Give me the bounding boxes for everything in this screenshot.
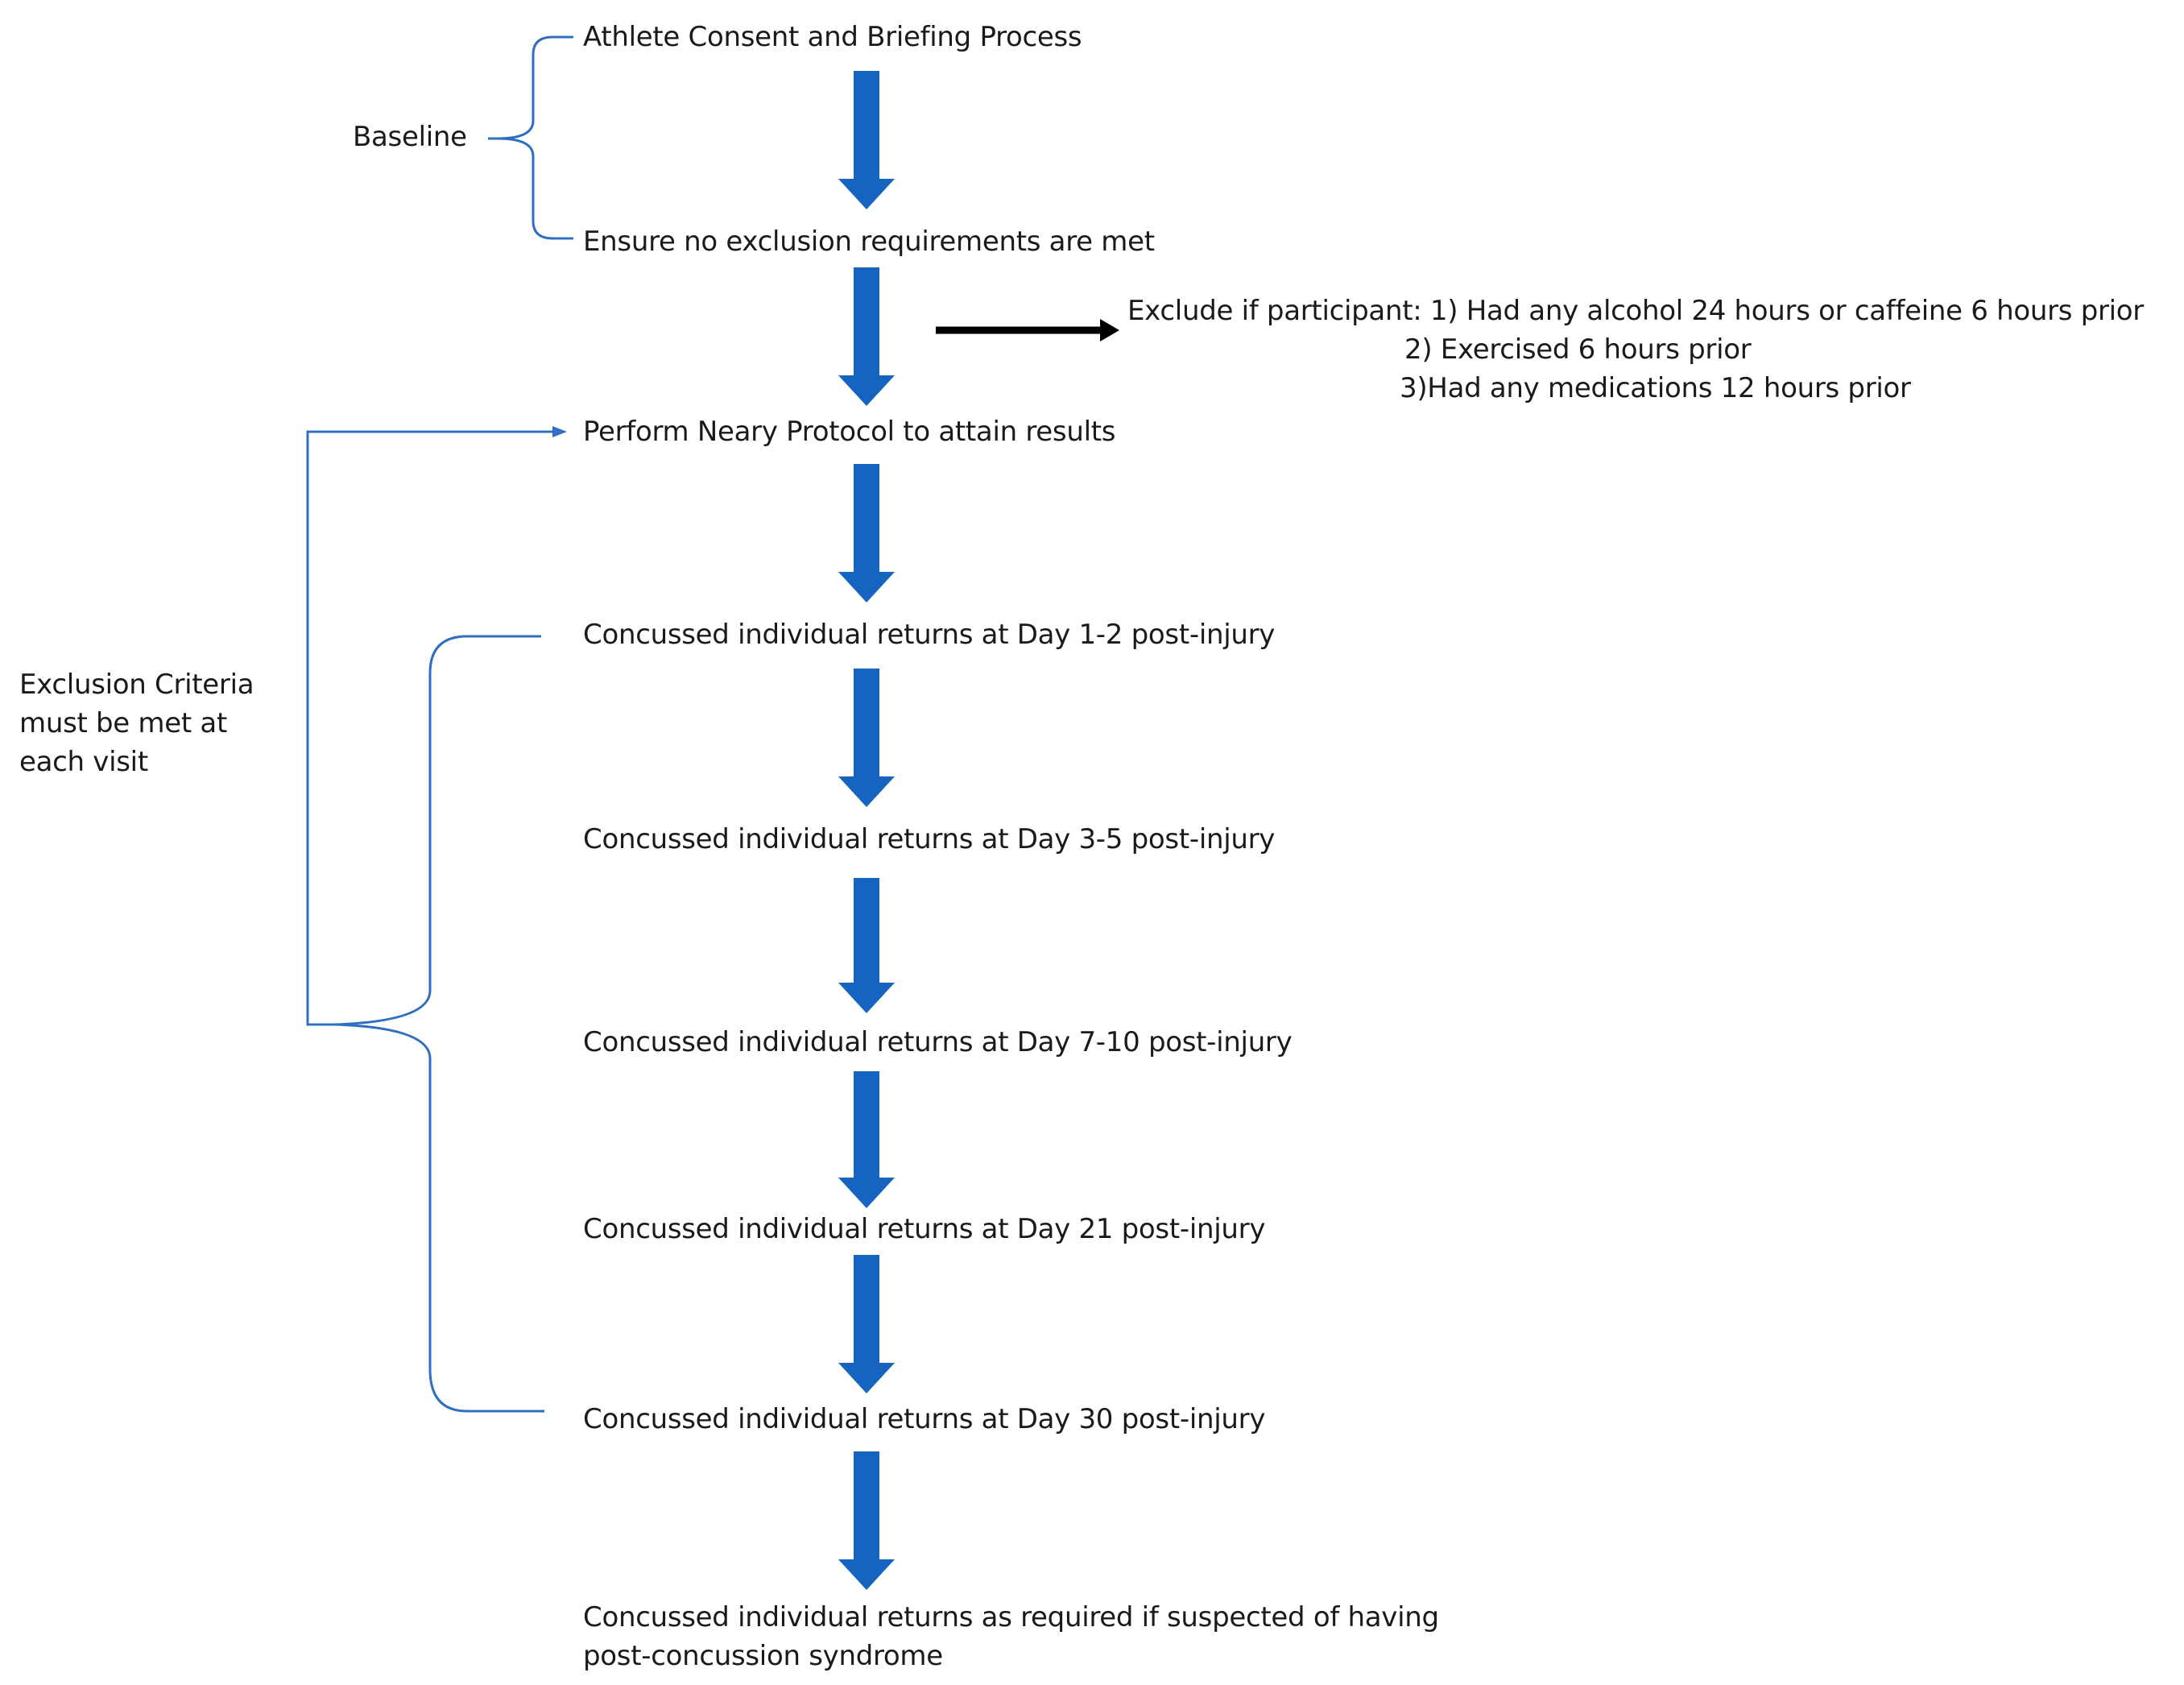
down-arrow-5	[838, 878, 895, 1013]
protocol-connector-arrowhead	[552, 426, 567, 437]
step-day-7-10: Concussed individual returns at Day 7-10…	[583, 1026, 1293, 1058]
exclusion-arrowhead	[1100, 319, 1119, 342]
step-day-30: Concussed individual returns at Day 30 p…	[583, 1403, 1266, 1435]
step-day-3-5: Concussed individual returns at Day 3-5 …	[583, 823, 1276, 855]
step-day-1-2: Concussed individual returns at Day 1-2 …	[583, 619, 1276, 651]
down-arrow-6	[838, 1071, 895, 1208]
exclusion-note-line-2: 2) Exercised 6 hours prior	[1404, 333, 1752, 366]
step-neary-protocol: Perform Neary Protocol to attain results	[583, 416, 1116, 448]
down-arrow-4	[838, 669, 895, 807]
step-consent: Athlete Consent and Briefing Process	[583, 21, 1082, 53]
step-ensure-no-exclusion: Ensure no exclusion requirements are met	[583, 226, 1155, 258]
exclusion-criteria-label: Exclusion Criteria must be met at each v…	[19, 669, 254, 778]
down-arrow-8	[838, 1451, 895, 1590]
exclusion-note-line-3: 3)Had any medications 12 hours prior	[1400, 372, 1911, 404]
protocol-connector	[306, 430, 554, 1026]
baseline-brace	[497, 35, 573, 240]
down-arrow-1	[838, 71, 895, 209]
visits-brace	[334, 635, 544, 1413]
down-arrow-2	[838, 267, 895, 406]
step-day-21: Concussed individual returns at Day 21 p…	[583, 1213, 1266, 1245]
down-arrow-3	[838, 464, 895, 602]
down-arrow-7	[838, 1255, 895, 1393]
baseline-label: Baseline	[353, 121, 467, 153]
exclusion-note-line-1: Exclude if participant: 1) Had any alcoh…	[1127, 295, 2144, 327]
step-post-concussion: Concussed individual returns as required…	[583, 1601, 1439, 1672]
